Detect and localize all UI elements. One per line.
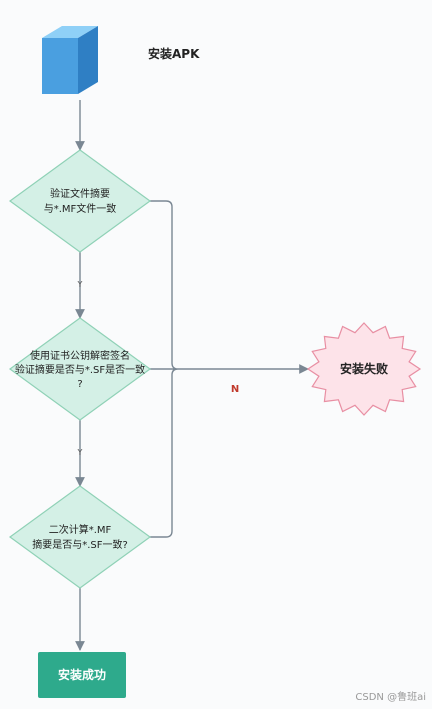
fail-label: 安装失败 [340, 361, 388, 376]
start-label: 安装APK [148, 46, 200, 61]
decision-diamond [8, 149, 152, 253]
success-box [38, 652, 126, 698]
yes-label-1: Y [77, 280, 83, 289]
step-2-decision: 使用证书公钥解密签名 验证摘要是否与*.SF是否一致 ? [8, 317, 152, 421]
step-3-decision: 二次计算*.MF 摘要是否与*.SF一致? [8, 485, 152, 589]
watermark: CSDN @鲁班ai [355, 690, 426, 703]
step-2-line-3: ? [77, 379, 82, 390]
fail-node: 安装失败 [306, 322, 422, 416]
cube-side [78, 26, 98, 94]
step-2-line-1: 使用证书公钥解密签名 [30, 349, 130, 362]
connectors [75, 100, 309, 651]
bracket-path [150, 200, 179, 538]
cube-top [42, 26, 98, 38]
decision-diamond [8, 317, 152, 421]
start-node: 安装APK [42, 26, 200, 94]
step-1-line-2: 与*.MF文件一致 [44, 202, 117, 215]
yes-label-2: Y [77, 448, 83, 457]
decision-diamond [8, 485, 152, 589]
success-label: 安装成功 [58, 667, 106, 682]
step-3-line-1: 二次计算*.MF [49, 523, 112, 536]
step-1-line-1: 验证文件摘要 [50, 187, 110, 200]
step-3-line-2: 摘要是否与*.SF一致? [32, 538, 128, 551]
cube-front [42, 38, 78, 94]
step-1-decision: 验证文件摘要 与*.MF文件一致 [8, 149, 152, 253]
success-node: 安装成功 [38, 652, 126, 698]
no-label: N [231, 384, 239, 395]
step-2-line-2: 验证摘要是否与*.SF是否一致 [15, 363, 145, 376]
fail-starburst [306, 322, 422, 416]
